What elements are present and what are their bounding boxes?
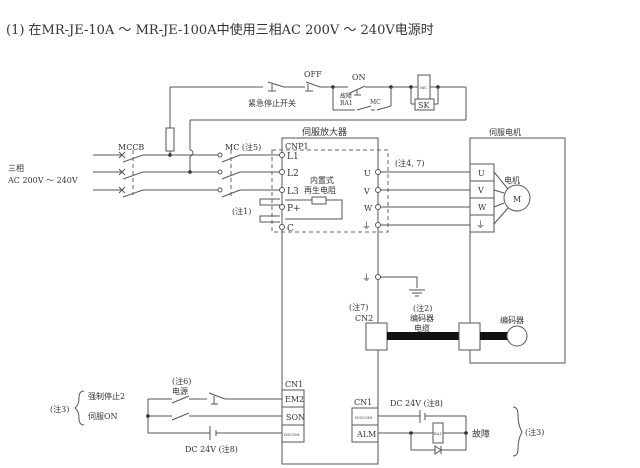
fuse: [165, 127, 175, 152]
io-right: CN1 DOCOM ALM DC 24V (注8) RA1 故障 (注3): [351, 398, 544, 457]
mc-label: MC (注5): [225, 142, 261, 152]
cn2-label: CN2: [355, 314, 373, 323]
power-label: 电源: [172, 386, 188, 396]
motor-terminal-pe: ⏚: [476, 220, 485, 231]
encoder-cable-label-2: 电缆: [414, 323, 430, 333]
page-title: (1) 在MR-JE-10A ～ MR-JE-100A中使用三相AC 200V …: [6, 22, 434, 38]
encoder-cable-note: (注2): [413, 303, 432, 313]
encoder-cable-label-1: 编码器: [410, 313, 434, 323]
encoder-cable: [387, 332, 459, 340]
encoder-symbol: [506, 325, 528, 347]
terminal-pe: ⏚: [362, 221, 371, 232]
phase-line-3: [93, 186, 280, 198]
off-label: OFF: [304, 70, 322, 79]
diode: [434, 445, 442, 455]
motor-title: 伺服电机: [489, 127, 521, 137]
estop-switch: [267, 81, 285, 88]
cn1-left-label: CN1: [285, 380, 303, 389]
cn1-right-label: CN1: [354, 398, 372, 407]
cn2-note: (注7): [349, 302, 368, 312]
servo-motor: 伺服电机 U V W ⏚ M 电机 编码器: [458, 127, 566, 364]
phase-line-2: [93, 168, 280, 180]
note6-label: (注6): [172, 376, 191, 386]
note47-label: (注4, 7): [395, 158, 425, 168]
note3-right: (注3): [525, 427, 544, 437]
power-input: 三相 AC 200V ～ 240V MCCB MC (注5): [7, 142, 280, 198]
pin-em2: EM2: [285, 395, 304, 404]
on-switch: [349, 85, 366, 94]
servo-on-label: 伺服ON: [88, 411, 118, 421]
fault-output-label: 故障: [472, 428, 490, 440]
cnp1-label: CNP1: [285, 142, 309, 151]
terminal-l3: L3: [287, 187, 299, 197]
motor-m-label: M: [513, 195, 521, 204]
note1-label: (注1): [232, 206, 251, 216]
amplifier-title: 伺服放大器: [302, 126, 347, 138]
voltage-label: AC 200V ～ 240V: [7, 176, 78, 185]
terminal-l2: L2: [287, 169, 299, 179]
pin-alm: ALM: [356, 430, 376, 439]
phase-line-1: [93, 151, 280, 163]
mc-coil-label: MC: [420, 85, 427, 90]
servo-amplifier: 伺服放大器 CNP1 L1 L2 L3 P+ C (注1) 内置式 再生电阻 U…: [232, 126, 425, 465]
forced-stop-switch: [208, 392, 226, 400]
pin-docom: DOCOM: [355, 415, 372, 420]
regen-label-2: 再生电阻: [304, 185, 336, 195]
motor-symbol: [503, 184, 531, 212]
terminal-p: P+: [287, 204, 301, 214]
terminal-c: C: [287, 224, 294, 234]
regen-resistor: [311, 196, 327, 205]
sk-label: SK: [418, 101, 430, 110]
terminal-l1: L1: [287, 152, 299, 162]
on-label: ON: [352, 73, 366, 82]
terminal-v: V: [363, 187, 370, 196]
servo-on-switch: [171, 412, 190, 421]
control-circuit: 紧急停止开关 OFF ON 故障 RA1 MC MC: [169, 70, 467, 172]
fault-contact-label: 故障: [340, 92, 352, 100]
terminal-u: U: [364, 169, 371, 178]
dc-label-left: DC 24V (注8): [185, 444, 238, 454]
motor-terminal-u: U: [478, 169, 485, 178]
cn2-connector: [365, 322, 388, 351]
motor-terminal-v: V: [477, 186, 484, 195]
relay-label: RA1: [434, 432, 441, 436]
io-left: CN1 EM2 SON DICOM (注6) 电源 DC 24V (注8) 强制…: [50, 376, 305, 454]
mc-contact-label: MC: [370, 99, 381, 106]
estop-label: 紧急停止开关: [248, 98, 296, 108]
ra1-contact-label: RA1: [340, 100, 353, 107]
pin-dicom: DICOM: [284, 432, 299, 437]
off-switch: [305, 81, 321, 88]
encoder-label: 编码器: [500, 315, 524, 325]
phase-label: 三相: [8, 163, 24, 173]
ground-terminal: ⏚: [362, 273, 371, 284]
terminal-w: W: [364, 204, 373, 213]
motor-label: 电机: [504, 175, 520, 185]
motor-terminal-w: W: [478, 203, 487, 212]
dc-label-right: DC 24V (注8): [390, 398, 443, 408]
forced-stop-label: 强制停止2: [88, 391, 125, 401]
pin-son: SON: [286, 413, 305, 422]
regen-label-1: 内置式: [310, 175, 334, 185]
motor-encoder-connector: [458, 322, 481, 351]
mccb-label: MCCB: [118, 143, 144, 152]
note3-left: (注3): [50, 404, 69, 414]
